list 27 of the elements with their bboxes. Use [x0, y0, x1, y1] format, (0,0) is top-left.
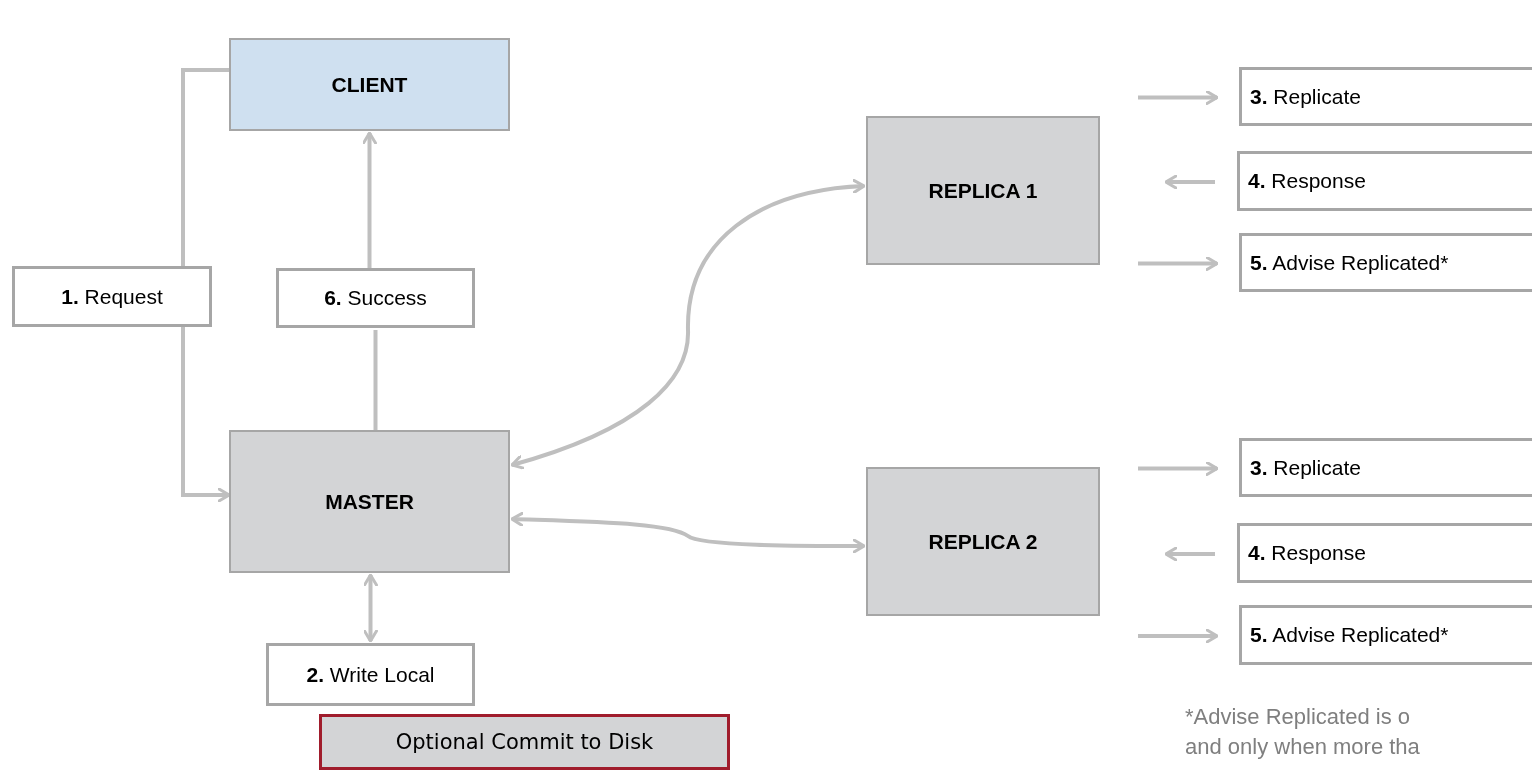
arrow — [510, 179, 866, 470]
step-box: 3. Replicate — [1239, 438, 1532, 497]
note-box: Optional Commit to Disk — [319, 714, 730, 770]
footnote: *Advise Replicated is o — [1185, 703, 1410, 731]
arrow — [1138, 90, 1219, 105]
arrow — [362, 131, 377, 268]
arrow — [181, 327, 231, 503]
process-box: REPLICA 1 — [866, 116, 1100, 265]
step-label-box: 2. Write Local — [266, 643, 475, 706]
step-box: 5. Advise Replicated* — [1239, 605, 1532, 665]
step-box: 5. Advise Replicated* — [1239, 233, 1532, 292]
arrow — [1138, 628, 1219, 644]
arrow — [1138, 256, 1219, 271]
step-label-box: 1. Request — [12, 266, 212, 327]
arrow — [510, 511, 866, 554]
arrow — [363, 573, 378, 643]
arrow — [1138, 461, 1219, 476]
process-box: MASTER — [229, 430, 510, 573]
arrow — [1164, 174, 1215, 190]
process-box: REPLICA 2 — [866, 467, 1100, 616]
arrow — [1164, 546, 1215, 562]
process-box: CLIENT — [229, 38, 510, 131]
step-label-box: 6. Success — [276, 268, 475, 328]
footnote: and only when more tha — [1185, 733, 1420, 761]
step-box: 3. Replicate — [1239, 67, 1532, 126]
step-box: 4. Response — [1237, 151, 1532, 211]
step-box: 4. Response — [1237, 523, 1532, 583]
